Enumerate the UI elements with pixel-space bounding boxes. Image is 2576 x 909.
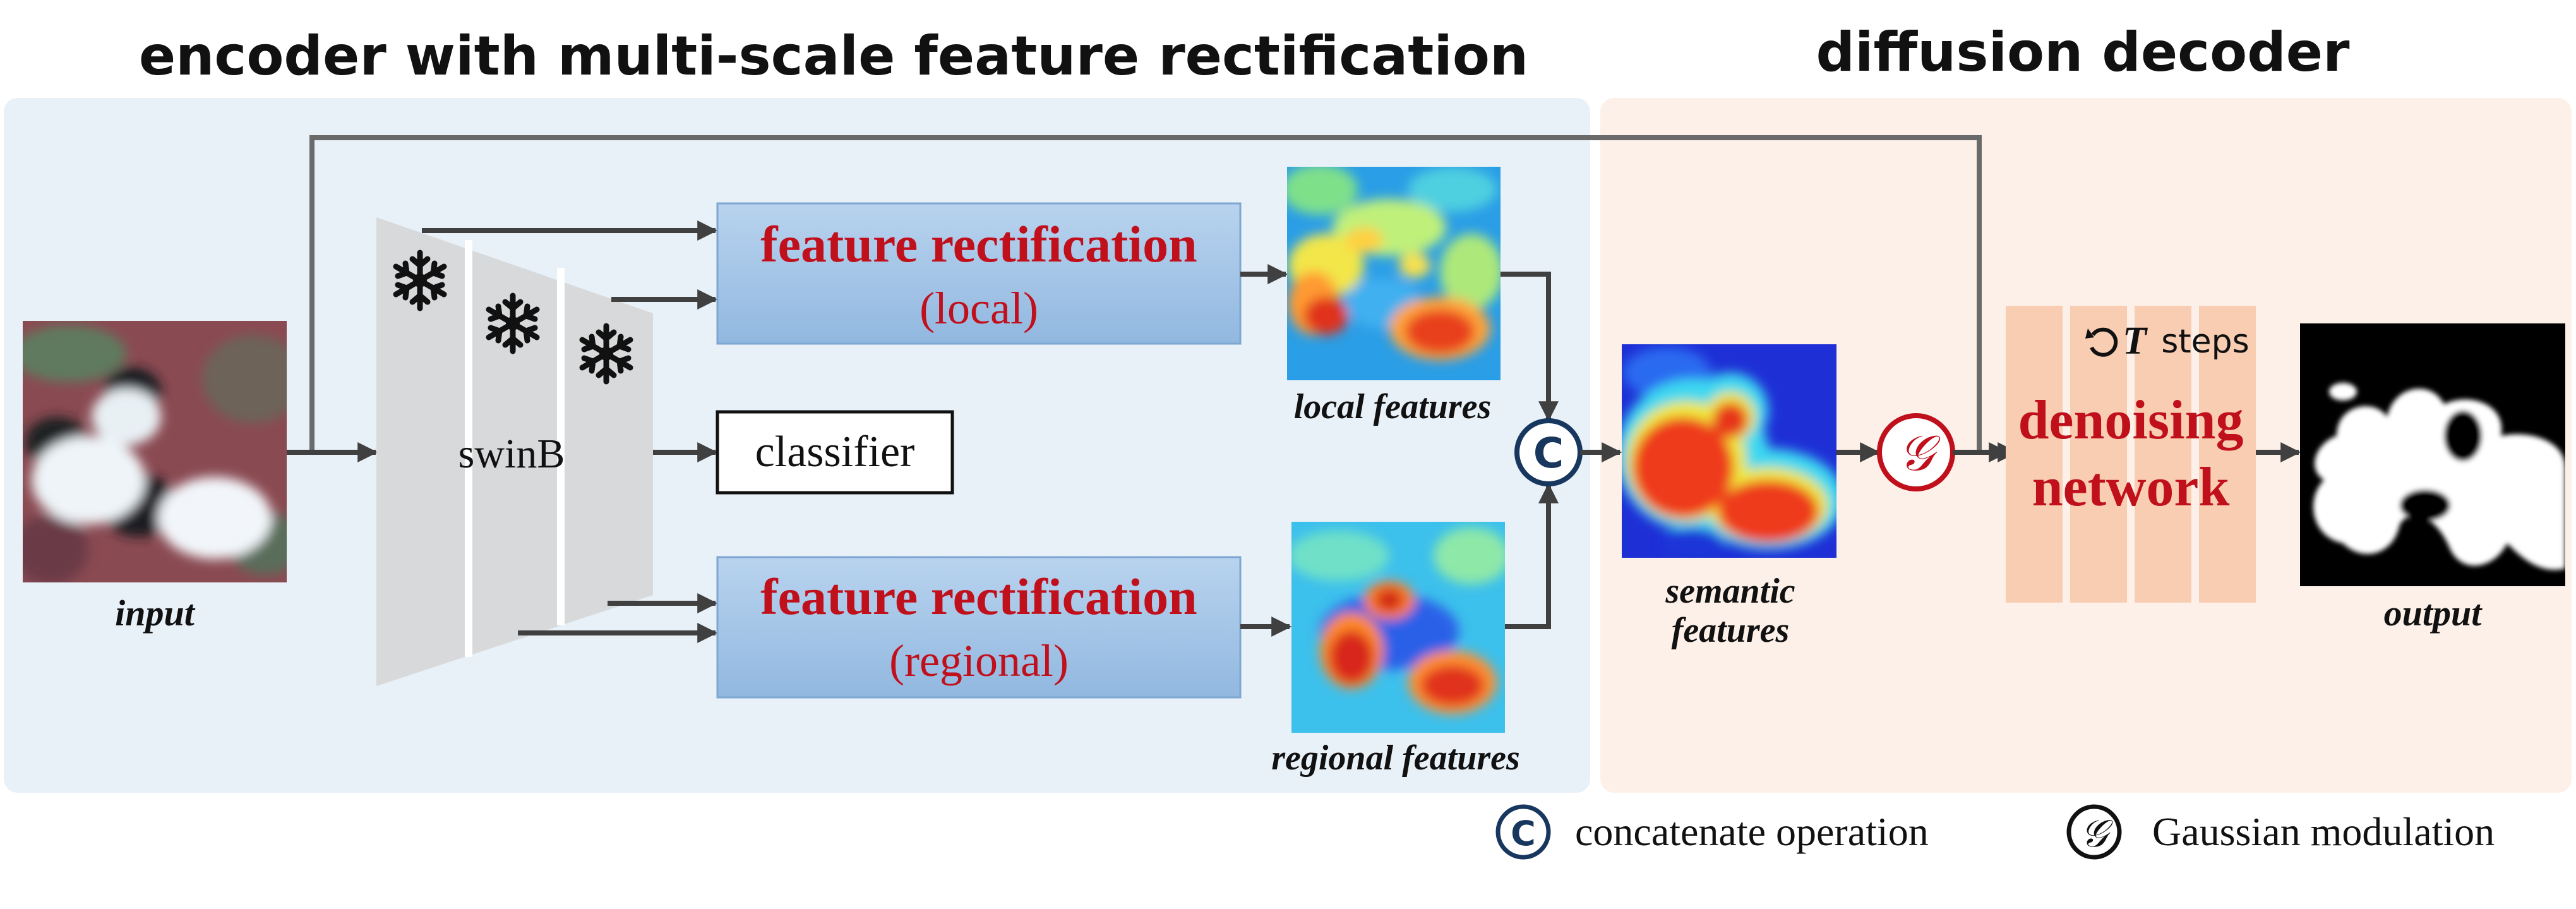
legend-gaussian: 𝒢 Gaussian modulation xyxy=(2066,804,2495,860)
legend-gaussian-label: Gaussian modulation xyxy=(2152,809,2495,854)
denoising-network xyxy=(2006,306,2256,603)
regional-features-heatmap xyxy=(1291,522,1505,733)
classifier-label: classifier xyxy=(755,428,915,476)
denoise-label-line2: network xyxy=(2032,457,2230,518)
gaussian-modulation-operator: 𝒢 xyxy=(1877,413,1955,491)
decoder-title: diffusion decoder xyxy=(1816,21,2350,84)
loop-icon xyxy=(2085,327,2118,357)
semantic-features-heatmap xyxy=(1622,344,1836,558)
steps-label: steps xyxy=(2161,323,2250,361)
input-image xyxy=(23,321,287,582)
feature-rectification-regional-box xyxy=(716,556,1242,699)
semantic-features-label-line2: features xyxy=(1672,611,1790,650)
local-features-label: local features xyxy=(1294,387,1492,426)
classifier-box xyxy=(716,410,954,495)
regional-features-label: regional features xyxy=(1271,738,1520,778)
concat-operator: C xyxy=(1514,418,1583,486)
input-label: input xyxy=(115,593,196,634)
steps-T: T xyxy=(2123,320,2148,363)
fr-local-subtitle: (local) xyxy=(920,283,1038,334)
regional-to-concat-arrow xyxy=(1505,483,1559,629)
backbone-label: swinB xyxy=(458,431,565,477)
legend: C concatenate operation 𝒢 Gaussian modul… xyxy=(1495,804,2495,860)
denoise-label-line1: denoising xyxy=(2018,390,2243,451)
concat-symbol: C xyxy=(1533,429,1564,478)
output-mask xyxy=(2300,323,2565,586)
legend-concat-label: concatenate operation xyxy=(1575,809,1929,854)
fr-regional-subtitle: (regional) xyxy=(889,635,1069,686)
swinb-backbone xyxy=(376,217,653,686)
fr-regional-title: feature rectification xyxy=(760,568,1197,625)
encoder-title: encoder with multi-scale feature rectifi… xyxy=(139,25,1528,88)
legend-concat-symbol: C xyxy=(1511,814,1536,853)
fr-local-title: feature rectification xyxy=(760,215,1197,273)
legend-concat: C concatenate operation xyxy=(1495,804,1929,860)
local-features-heatmap xyxy=(1287,167,1501,380)
output-label: output xyxy=(2384,593,2483,634)
semantic-features-label-line1: semantic xyxy=(1665,572,1795,611)
local-to-concat-arrow xyxy=(1501,272,1559,422)
